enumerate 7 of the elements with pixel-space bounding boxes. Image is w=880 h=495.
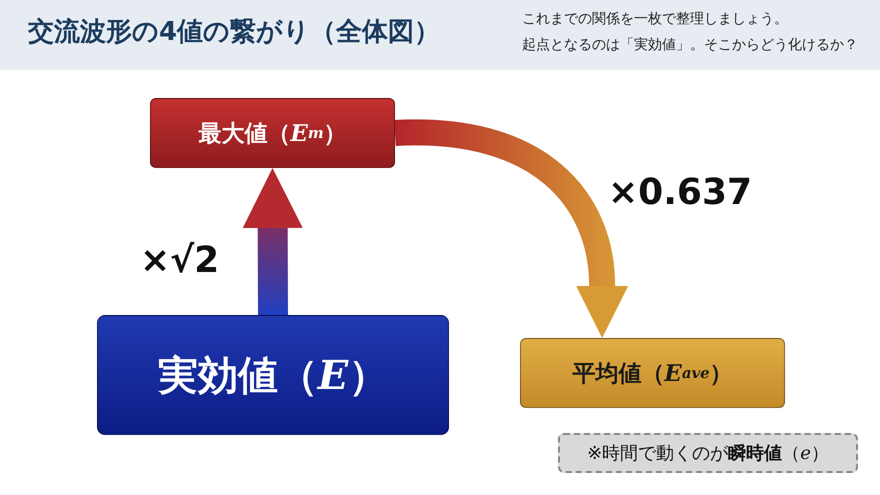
value-box: 実効値（E） bbox=[97, 315, 449, 435]
note-box: ※時間で動くのが瞬時値（e） bbox=[558, 433, 858, 473]
arrow bbox=[394, 120, 628, 338]
subtitle-text: これまでの関係を一枚で整理しましょう。 bbox=[522, 10, 788, 28]
subtitle-text: 起点となるのは「実効値」。そこからどう化けるか？ bbox=[522, 36, 858, 54]
arrow bbox=[242, 168, 303, 316]
title: 交流波形の4値の繋がり（全体図） bbox=[28, 16, 440, 49]
